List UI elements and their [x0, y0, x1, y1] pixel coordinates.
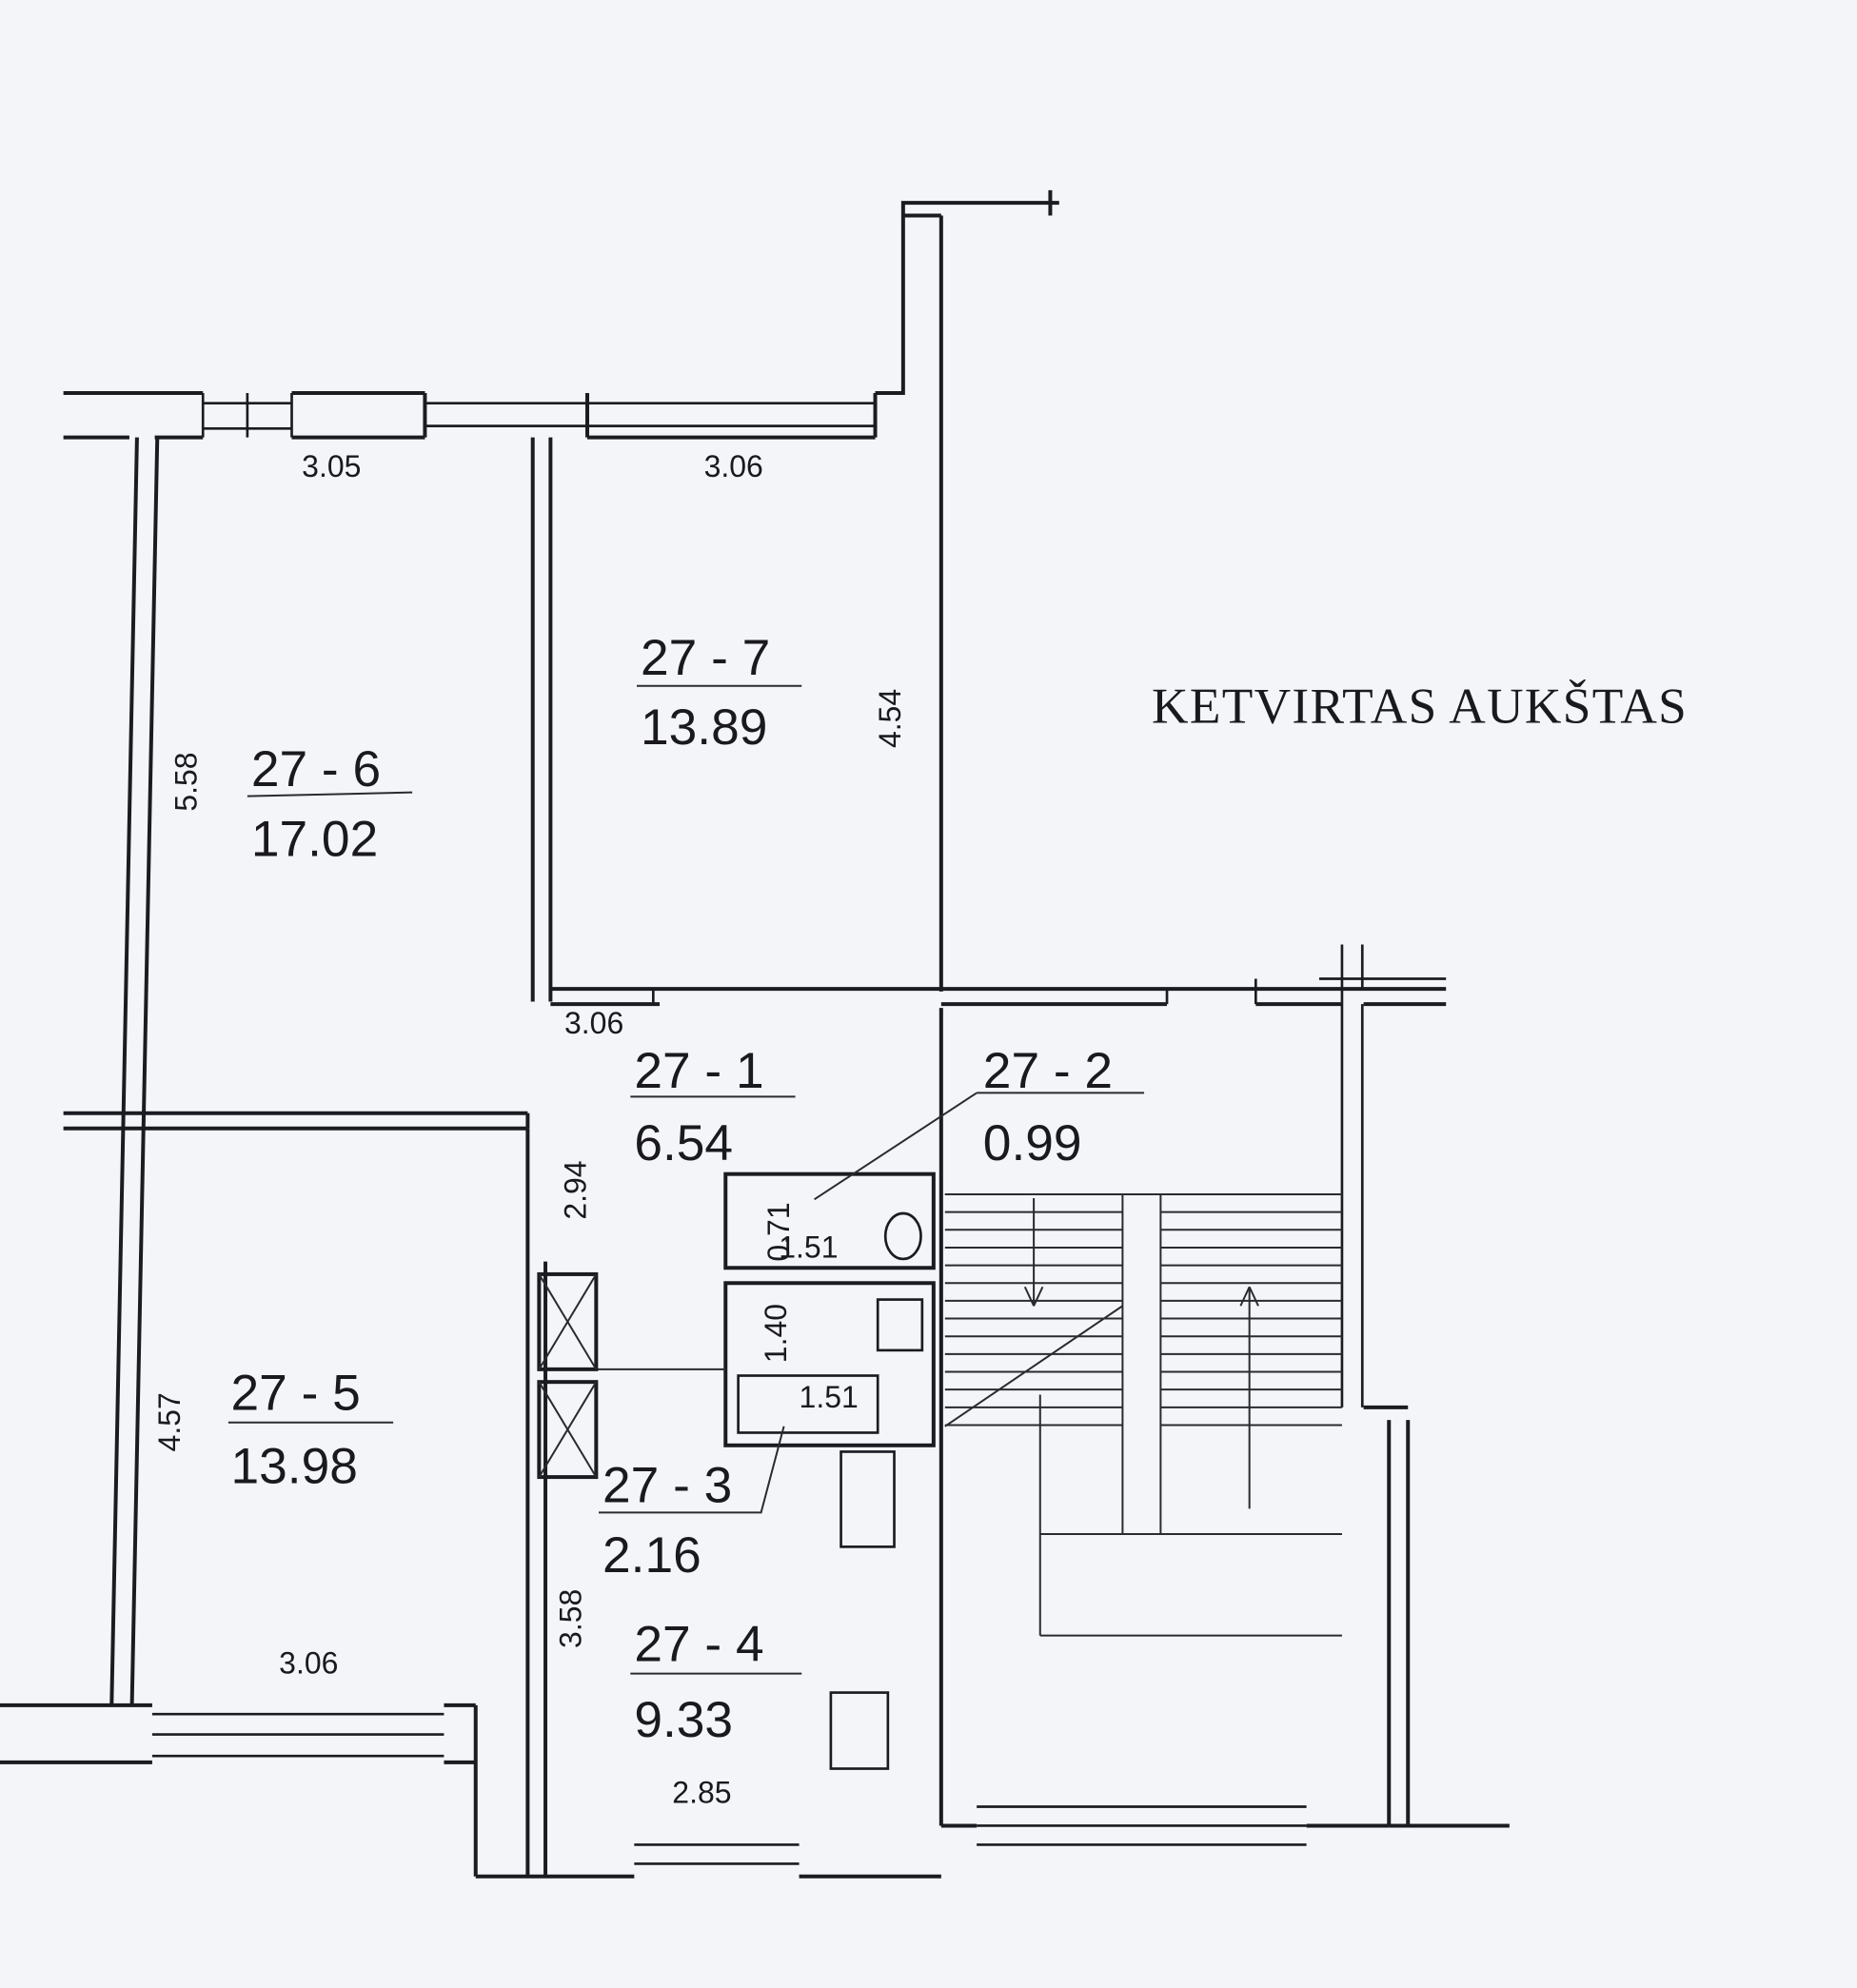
room-area: 0.99 [983, 1115, 1082, 1171]
dimension: 0.71 [761, 1202, 796, 1261]
dimension: 4.54 [873, 689, 907, 748]
room-area: 13.98 [231, 1439, 358, 1495]
room-id: 27 - 2 [983, 1043, 1113, 1099]
dimension: 3.58 [553, 1589, 587, 1648]
room-area: 17.02 [251, 811, 378, 867]
room-area: 9.33 [634, 1692, 733, 1748]
down-arrow [1023, 1286, 1036, 1307]
room-area: 2.16 [603, 1527, 701, 1584]
dimension: 4.57 [152, 1392, 187, 1451]
dimension: 1.51 [800, 1380, 859, 1414]
up-arrow [1239, 1286, 1251, 1307]
up-arrow [1248, 1286, 1259, 1307]
dimension: 1.51 [779, 1230, 838, 1265]
walls [0, 189, 1510, 1879]
floor-title: KETVIRTAS AUKŠTAS [1152, 678, 1688, 734]
dimension: 3.06 [704, 449, 763, 483]
room-id: 27 - 1 [634, 1043, 763, 1099]
room-area: 13.89 [641, 699, 767, 756]
dimension: 5.58 [169, 752, 204, 811]
room-id: 27 - 4 [634, 1616, 763, 1672]
stair-break-line [944, 1305, 1123, 1427]
staircase [944, 1192, 1342, 1637]
down-arrow [1033, 1286, 1044, 1307]
dimension: 3.06 [564, 1006, 623, 1040]
room-area: 6.54 [634, 1115, 733, 1171]
dimension: 3.05 [302, 449, 361, 483]
room-id: 27 - 6 [251, 741, 381, 797]
room-labels: 27 - 6 17.02 27 - 7 13.89 27 - 1 6.54 27… [227, 630, 1145, 1748]
dimension-labels: 3.05 3.06 5.58 4.54 3.06 2.94 0.71 1.51 … [152, 449, 907, 1810]
room-id: 27 - 3 [603, 1458, 732, 1514]
room-id: 27 - 5 [231, 1365, 361, 1421]
dimension: 1.40 [759, 1304, 793, 1363]
dimension: 2.94 [559, 1160, 593, 1219]
dimension: 3.06 [279, 1646, 338, 1681]
dimension: 2.85 [672, 1775, 731, 1809]
room-id: 27 - 7 [641, 630, 770, 686]
